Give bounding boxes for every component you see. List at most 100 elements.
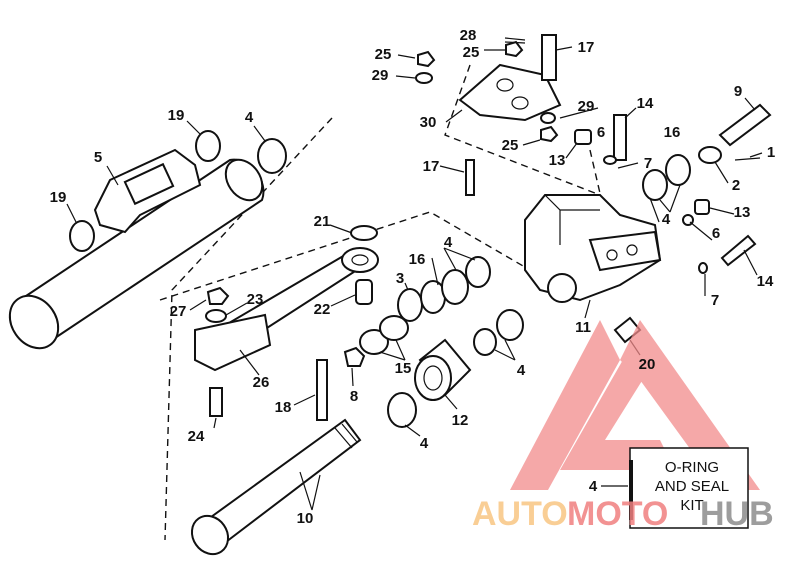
part-label: 13	[549, 152, 566, 169]
part-label: 3	[396, 270, 404, 287]
part-label: 6	[597, 124, 605, 141]
bracket-30	[458, 63, 562, 122]
kit-label-line1: O-RING	[665, 459, 719, 476]
washer-21	[350, 225, 378, 241]
piston-rod-10	[190, 418, 362, 556]
washer-29a	[415, 72, 433, 84]
part-label: 28	[460, 27, 477, 44]
part-label: 15	[395, 360, 412, 377]
part-label: 4	[517, 362, 526, 379]
part-label: 19	[168, 107, 185, 124]
part-label: 22	[314, 301, 331, 318]
nut-25a	[417, 50, 436, 68]
part-label: 14	[757, 273, 774, 290]
part-number-labels: 28 17 25 25 29 9 19 4 14 29 30 6 16 5 25…	[50, 27, 776, 527]
part-label: 14	[637, 95, 654, 112]
plug-13a	[574, 129, 592, 145]
nut-8	[343, 346, 366, 367]
fitting-14b	[720, 234, 757, 267]
part-label: 4	[662, 211, 671, 228]
part-label: 9	[734, 83, 742, 100]
o-ring-3	[397, 288, 423, 322]
part-label: 26	[253, 374, 270, 391]
part-label: 21	[314, 213, 331, 230]
part-label: 7	[644, 155, 652, 172]
o-ring-4d	[473, 328, 497, 356]
part-label: 4	[444, 234, 453, 251]
seal-16b	[642, 169, 668, 201]
part-label: 11	[575, 319, 591, 336]
part-label: 6	[712, 225, 720, 242]
o-ring-16c	[665, 154, 691, 186]
nut-27	[206, 286, 230, 305]
watermark-text-auto: AUTO	[472, 495, 568, 533]
washer-15b	[379, 315, 409, 341]
washer-15a	[359, 329, 389, 355]
nut-25c	[540, 125, 559, 143]
kit-callout-number: 4	[589, 478, 598, 495]
part-label: 4	[245, 109, 254, 126]
part-label: 8	[350, 388, 358, 405]
bolt-24	[209, 387, 223, 417]
part-label: 30	[420, 114, 437, 131]
part-label: 13	[734, 204, 751, 221]
bolt-18	[316, 359, 328, 421]
assembly-guide-top	[444, 64, 601, 196]
o-ring-seal-kit-box: O-RING AND SEAL KIT 4	[589, 447, 749, 529]
link-arm-26	[194, 247, 379, 372]
bracket-5	[93, 148, 202, 234]
part-label: 24	[188, 428, 205, 445]
part-label: 19	[50, 189, 67, 206]
part-label: 16	[409, 251, 426, 268]
washer-29b	[540, 112, 556, 124]
o-ring-4-top	[257, 138, 287, 174]
o-ring-19-left	[69, 220, 95, 252]
part-label: 18	[275, 399, 292, 416]
part-label: 29	[578, 98, 595, 115]
seal-4e	[496, 309, 524, 341]
part-label: 25	[463, 44, 480, 61]
o-ring-2	[698, 146, 722, 164]
watermark-text-moto: MOTO	[567, 495, 668, 533]
assembly-guide-left	[164, 117, 333, 541]
part-label: 25	[375, 46, 392, 63]
valve-spool-9	[718, 103, 772, 147]
part-label: 12	[452, 412, 469, 429]
part-label: 25	[502, 137, 519, 154]
o-ring-4b	[465, 256, 491, 288]
cylinder-tube	[8, 158, 265, 350]
nut-25b	[505, 40, 524, 58]
assembly-guide-center	[159, 211, 531, 301]
o-ring-19-top	[195, 130, 221, 162]
fitting-14a	[613, 114, 627, 161]
cotter-pin-28	[504, 37, 526, 44]
part-label: 5	[94, 149, 102, 166]
part-label: 4	[420, 435, 429, 452]
valve-body-11	[524, 194, 662, 303]
part-label: 17	[423, 158, 440, 175]
o-ring-6a	[603, 155, 617, 165]
kit-label-line3: KIT	[680, 497, 703, 514]
part-label: 23	[247, 291, 264, 308]
part-label: 17	[578, 39, 595, 56]
leader-lines	[66, 46, 763, 511]
part-label: 29	[372, 67, 389, 84]
o-ring-4c	[387, 392, 417, 428]
part-label: 7	[711, 292, 719, 309]
part-label: 16	[664, 124, 681, 141]
part-label: 2	[732, 177, 740, 194]
bushing-22	[355, 279, 373, 305]
plug-13b	[694, 199, 710, 215]
seal-4	[441, 269, 469, 305]
part-label: 1	[767, 144, 775, 161]
o-ring-7	[698, 262, 708, 274]
piston-12	[414, 338, 472, 401]
bolt-17-top	[541, 34, 557, 81]
bolt-17-mid	[465, 159, 475, 196]
watermark-text-hub: HUB	[700, 495, 774, 533]
pin-1	[734, 157, 761, 161]
part-label: 10	[297, 510, 314, 527]
kit-label-line2: AND SEAL	[655, 478, 729, 495]
